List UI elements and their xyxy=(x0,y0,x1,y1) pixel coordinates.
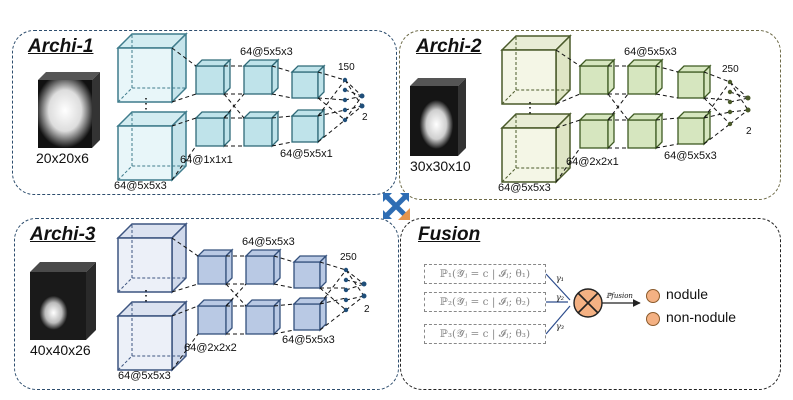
archi3-l2-label: 64@2x2x2 xyxy=(184,342,237,354)
connect-arrows-icon xyxy=(383,193,410,220)
fusion-output-label: ℙfusion xyxy=(606,292,633,300)
archi3-title: Archi-3 xyxy=(30,224,96,245)
archi1-l1-label: 64@5x5x3 xyxy=(114,180,167,192)
archi2-conv2-cubes xyxy=(578,58,712,150)
archi3-fc-size: 250 xyxy=(340,252,357,263)
archi2-title: Archi-2 xyxy=(416,36,482,57)
archi2-fc-nodes xyxy=(727,79,751,127)
archi3-conv2-cubes xyxy=(196,248,328,336)
archi1-connections xyxy=(171,47,363,181)
archi1-conv1-cube-top xyxy=(116,32,188,104)
fusion-lines xyxy=(545,273,571,335)
archi2-conv1-cube-bottom xyxy=(500,112,572,184)
archi3-l1-label: 64@5x5x3 xyxy=(118,370,171,382)
non-nodule-class-label: non-nodule xyxy=(666,309,737,325)
fusion-multiply-icon xyxy=(573,288,603,318)
fusion-prob-1: ℙ₁(𝒴̂ⱼ = c | 𝓘ⱼ; θ₁) xyxy=(424,264,546,284)
archi3-ellipsis: ⋮ xyxy=(139,287,153,303)
archi1-conv2-cubes xyxy=(194,58,326,148)
archi3-out-size: 2 xyxy=(364,304,370,315)
archi1-l3-top-label: 64@5x5x3 xyxy=(240,46,293,58)
archi1-out-size: 2 xyxy=(362,112,368,123)
archi2-fc-size: 250 xyxy=(722,64,739,75)
archi3-conv1-cube-top xyxy=(116,222,188,294)
archi2-input-volume xyxy=(410,78,466,156)
fusion-prob-2: ℙ₂(𝒴̂ⱼ = c | 𝓘ⱼ; θ₂) xyxy=(424,292,546,312)
archi1-input-volume xyxy=(38,72,100,148)
fusion-gamma-3: γ₃ xyxy=(556,322,564,331)
archi3-l3-bot-label: 64@5x5x3 xyxy=(282,334,335,346)
archi2-out-size: 2 xyxy=(746,126,752,137)
archi2-l2-label: 64@2x2x1 xyxy=(566,156,619,168)
archi1-ellipsis: ⋮ xyxy=(139,95,153,111)
fusion-panel xyxy=(400,218,781,390)
archi1-title: Archi-1 xyxy=(28,36,94,57)
archi1-l2-label: 64@1x1x1 xyxy=(180,154,233,166)
archi3-fc-nodes xyxy=(343,267,367,313)
nodule-class-label: nodule xyxy=(666,286,709,302)
archi1-conv1-cube-bottom xyxy=(116,110,188,182)
archi2-l1-label: 64@5x5x3 xyxy=(498,182,551,194)
archi1-fc-nodes xyxy=(342,77,365,123)
archi3-panel xyxy=(14,218,399,390)
archi2-l3-bot-label: 64@5x5x3 xyxy=(664,150,717,162)
archi1-fc-size: 150 xyxy=(338,62,355,73)
archi2-panel xyxy=(399,30,781,200)
fusion-gamma-1: γ₁ xyxy=(556,274,564,283)
fusion-prob-3: ℙ₃(𝒴̂ⱼ = c | 𝓘ⱼ; θ₃) xyxy=(424,324,546,344)
archi2-connections xyxy=(555,49,749,183)
archi1-input-size: 20x20x6 xyxy=(36,150,89,166)
fusion-gamma-2: γ₂ xyxy=(556,293,564,302)
archi2-conv1-cube-top xyxy=(500,34,572,106)
archi2-l3-top-label: 64@5x5x3 xyxy=(624,46,677,58)
archi2-ellipsis: ⋮ xyxy=(523,99,537,115)
fusion-title: Fusion xyxy=(418,224,481,245)
archi3-l3-top-label: 64@5x5x3 xyxy=(242,236,295,248)
archi3-input-volume xyxy=(30,262,96,340)
archi3-input-size: 40x40x26 xyxy=(30,342,91,358)
archi2-input-size: 30x30x10 xyxy=(410,158,471,174)
archi3-connections xyxy=(171,237,365,371)
archi3-conv1-cube-bottom xyxy=(116,300,188,372)
non-nodule-class-dot xyxy=(646,312,660,326)
archi1-panel xyxy=(12,30,397,195)
archi1-l3-bot-label: 64@5x5x1 xyxy=(280,148,333,160)
nodule-class-dot xyxy=(646,289,660,303)
